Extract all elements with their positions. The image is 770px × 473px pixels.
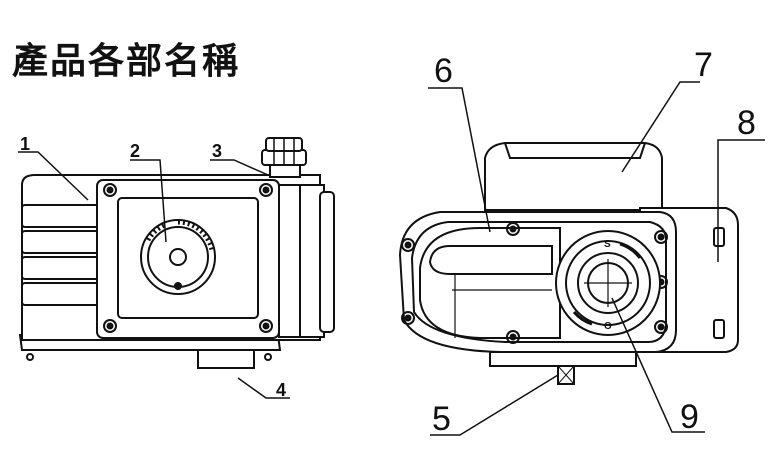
shut-mark: S (604, 239, 611, 250)
position-indicator-dial (140, 219, 216, 295)
top-view-screws (401, 222, 668, 344)
open-mark: O (604, 321, 612, 332)
callout-3: 3 (212, 141, 222, 161)
callout-7: 7 (694, 46, 713, 84)
leader-lines-left (18, 151, 290, 399)
callout-6: 6 (434, 52, 453, 90)
callout-2: 2 (130, 141, 140, 161)
manual-override-indicator (555, 230, 661, 336)
callout-8: 8 (737, 104, 756, 142)
leader-lines-right (428, 81, 765, 436)
top-view (398, 142, 739, 385)
callout-9: 9 (680, 398, 699, 436)
cover-screws (103, 183, 273, 333)
page-title: 產品各部名稱 (12, 41, 241, 82)
side-view (18, 137, 335, 369)
callout-5: 5 (432, 400, 451, 438)
callout-4: 4 (276, 380, 286, 400)
cable-gland (261, 137, 307, 178)
callout-1: 1 (20, 134, 30, 154)
